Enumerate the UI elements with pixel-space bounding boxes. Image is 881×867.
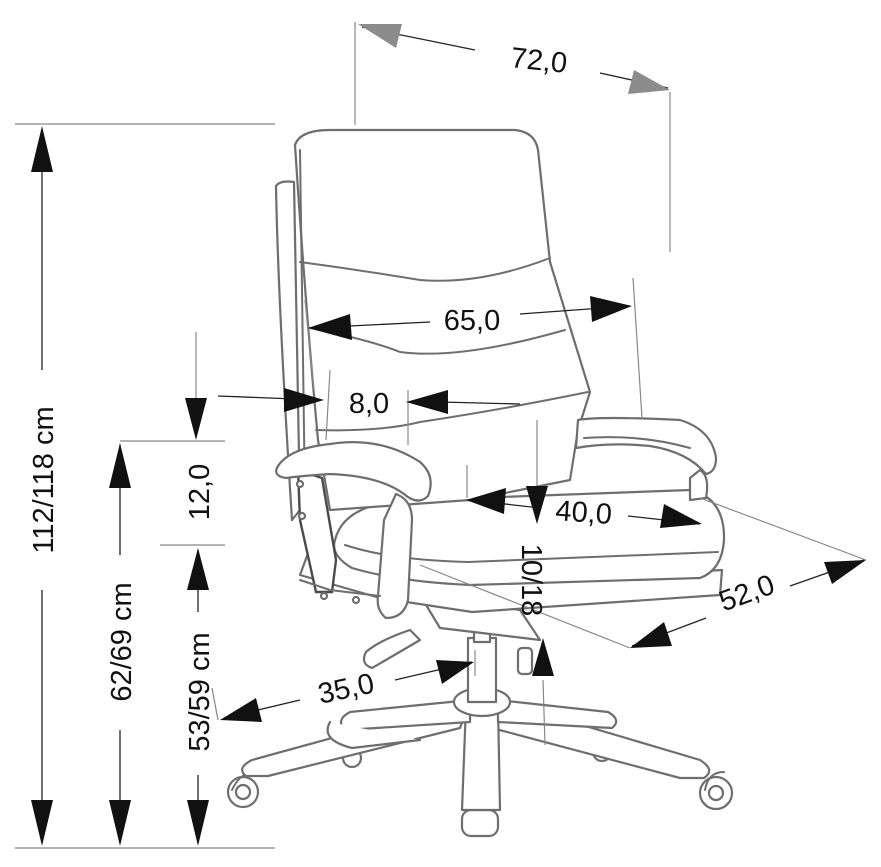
dim-arm-to-seat — [185, 398, 207, 440]
dim-base-depth — [630, 559, 866, 648]
label-seat-depth: 40,0 — [554, 495, 613, 531]
label-base-depth: 52,0 — [715, 569, 779, 618]
label-back-width: 65,0 — [444, 305, 500, 337]
dim-total-height — [31, 126, 53, 846]
label-overall-width: 72,0 — [509, 42, 568, 80]
dim-overall-width — [358, 24, 670, 94]
dimension-labels: 112/118 cm 62/69 cm 53/59 cm 12,0 72,0 6… — [28, 42, 779, 751]
dimension-lines — [15, 22, 867, 849]
label-armrest-height: 62/69 cm — [106, 582, 138, 701]
label-seat-adjustment: 10/18 — [515, 544, 547, 617]
dim-seat-adjustment — [532, 638, 554, 676]
label-arm-to-seat: 12,0 — [184, 464, 216, 520]
dim-seat-height — [187, 548, 209, 846]
dim-seat-depth — [466, 486, 702, 528]
label-seat-height: 53/59 cm — [184, 632, 216, 751]
right-armrest — [574, 416, 718, 502]
dim-base-radius — [220, 660, 474, 722]
label-total-height: 112/118 cm — [28, 406, 60, 553]
gas-cylinder — [466, 628, 498, 704]
dim-armrest-height — [109, 443, 131, 846]
star-base — [241, 686, 711, 812]
dim-arm-offset — [217, 388, 521, 414]
label-base-radius: 35,0 — [315, 668, 377, 711]
label-arm-offset: 8,0 — [349, 388, 389, 420]
caster-wheels — [226, 741, 734, 838]
dim-back-width — [308, 296, 632, 340]
office-chair-drawing — [226, 128, 734, 838]
backrest — [274, 128, 592, 522]
left-armrest — [275, 441, 432, 620]
